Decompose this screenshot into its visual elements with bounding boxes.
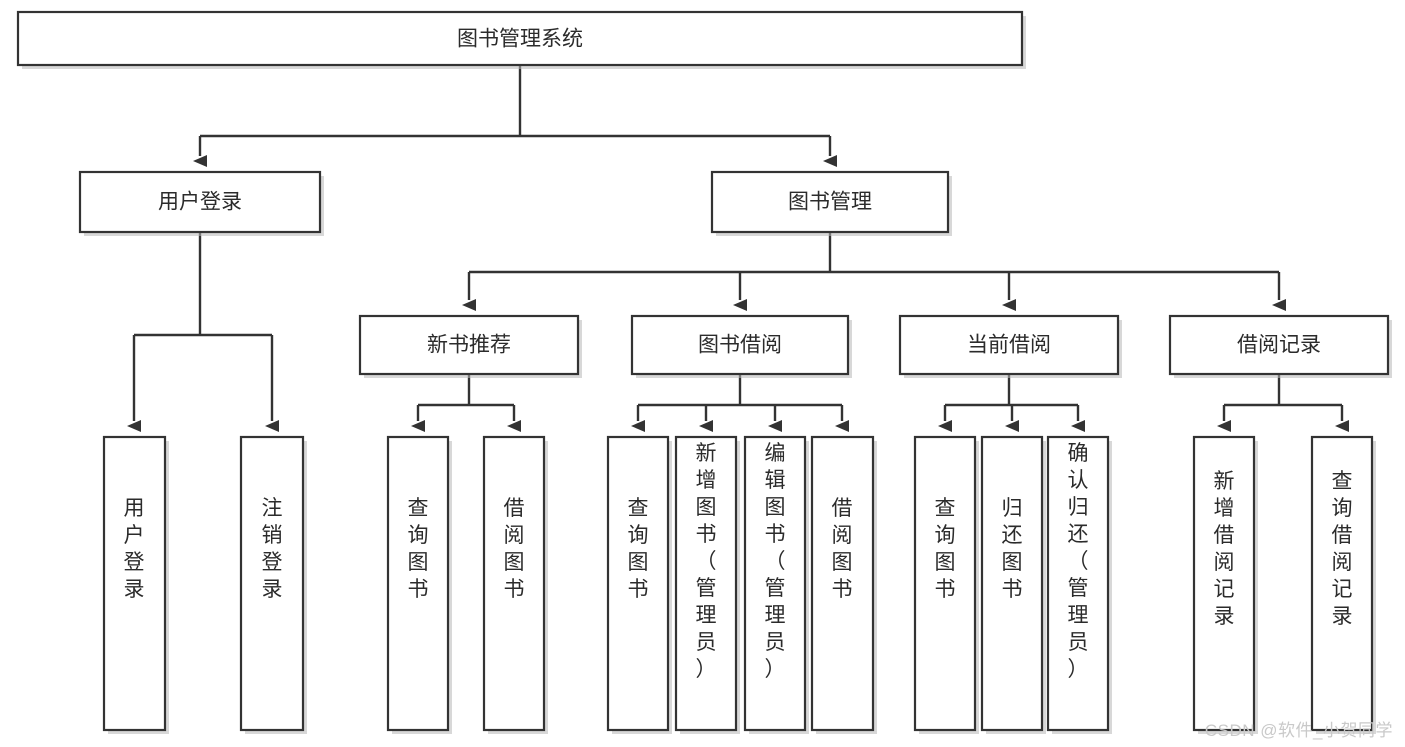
node-borrow-record-box[interactable] <box>1168 314 1390 376</box>
leaf-logout-login-box[interactable] <box>239 435 305 732</box>
node-current-borrow[interactable]: 当前借阅 <box>898 314 1122 378</box>
leaf-add-borrow-record-label: 新增借阅记录 <box>1214 470 1235 628</box>
leaf-return-book-label: 归还图书 <box>1002 497 1023 601</box>
leaf-node[interactable]: 确认归还（管理员） <box>1046 435 1112 734</box>
node-book-manage-label: 图书管理 <box>788 191 872 214</box>
leaf-node[interactable]: 新增图书（管理员） <box>674 435 740 734</box>
leaf-query-borrow-record-label: 查询借阅记录 <box>1332 470 1353 628</box>
node-borrow-record[interactable]: 借阅记录 <box>1168 314 1392 378</box>
leaf-node[interactable]: 查询借阅记录 <box>1310 435 1376 734</box>
leaf-return-book-box[interactable] <box>980 435 1044 732</box>
node-root-box[interactable] <box>16 10 1024 67</box>
leaf-node[interactable]: 借阅图书 <box>810 435 877 734</box>
node-new-book-recommend[interactable]: 新书推荐 <box>358 314 582 378</box>
leaf-query-book-3-label: 查询图书 <box>935 497 956 601</box>
node-user-login[interactable]: 用户登录 <box>78 170 324 236</box>
leaf-add-borrow-record-box[interactable] <box>1192 435 1256 732</box>
leaf-edit-book-admin-box[interactable] <box>743 435 807 732</box>
node-book-borrow-box[interactable] <box>630 314 850 376</box>
leaf-node[interactable]: 注销登录 <box>239 435 307 734</box>
node-current-borrow-box[interactable] <box>898 314 1120 376</box>
node-borrow-record-label: 借阅记录 <box>1237 334 1321 357</box>
node-user-login-label: 用户登录 <box>158 191 242 214</box>
leaf-borrow-book-2-box[interactable] <box>810 435 875 732</box>
leaf-node[interactable]: 查询图书 <box>606 435 672 734</box>
leaf-node[interactable]: 借阅图书 <box>482 435 548 734</box>
node-root-label: 图书管理系统 <box>457 28 583 51</box>
leaf-user-login-box[interactable] <box>102 435 167 732</box>
leaf-query-book-1-box[interactable] <box>386 435 450 732</box>
leaf-query-book-1-label: 查询图书 <box>408 497 429 601</box>
node-book-manage-box[interactable] <box>710 170 950 234</box>
connector-layer <box>127 65 1349 432</box>
leaf-node[interactable]: 用户登录 <box>102 435 169 734</box>
leaf-query-book-2-box[interactable] <box>606 435 670 732</box>
node-root[interactable]: 图书管理系统 <box>16 10 1026 69</box>
node-layer: 图书管理系统 用户登录 图书管理 新书推荐 <box>16 10 1392 734</box>
leaf-query-book-3-box[interactable] <box>913 435 977 732</box>
node-book-manage[interactable]: 图书管理 <box>710 170 952 236</box>
node-book-borrow[interactable]: 图书借阅 <box>630 314 852 378</box>
leaf-query-book-2-label: 查询图书 <box>628 497 649 601</box>
node-user-login-box[interactable] <box>78 170 322 234</box>
leaf-add-book-admin-label: 新增图书（管理员） <box>696 442 717 681</box>
node-new-book-recommend-label: 新书推荐 <box>427 334 511 357</box>
leaf-node[interactable]: 归还图书 <box>980 435 1046 734</box>
leaf-borrow-book-2-label: 借阅图书 <box>832 497 853 601</box>
leaf-confirm-return-admin-label: 确认归还（管理员） <box>1068 442 1089 681</box>
leaf-logout-login-label: 注销登录 <box>262 497 283 601</box>
leaf-user-login-label: 用户登录 <box>124 497 145 601</box>
watermark: CSDN @软件_小贺同学 <box>1204 721 1393 740</box>
leaf-node[interactable]: 编辑图书（管理员） <box>743 435 809 734</box>
node-new-book-recommend-box[interactable] <box>358 314 580 376</box>
leaf-borrow-book-1-label: 借阅图书 <box>504 497 525 601</box>
leaf-confirm-return-admin-box[interactable] <box>1046 435 1110 732</box>
leaf-node[interactable]: 查询图书 <box>913 435 979 734</box>
leaf-query-borrow-record-box[interactable] <box>1310 435 1374 732</box>
leaf-node[interactable]: 新增借阅记录 <box>1192 435 1258 734</box>
leaf-node[interactable]: 查询图书 <box>386 435 452 734</box>
node-current-borrow-label: 当前借阅 <box>967 334 1051 357</box>
leaf-borrow-book-1-box[interactable] <box>482 435 546 732</box>
leaf-edit-book-admin-label: 编辑图书（管理员） <box>765 442 786 681</box>
leaf-add-book-admin-box[interactable] <box>674 435 738 732</box>
node-book-borrow-label: 图书借阅 <box>698 334 782 357</box>
